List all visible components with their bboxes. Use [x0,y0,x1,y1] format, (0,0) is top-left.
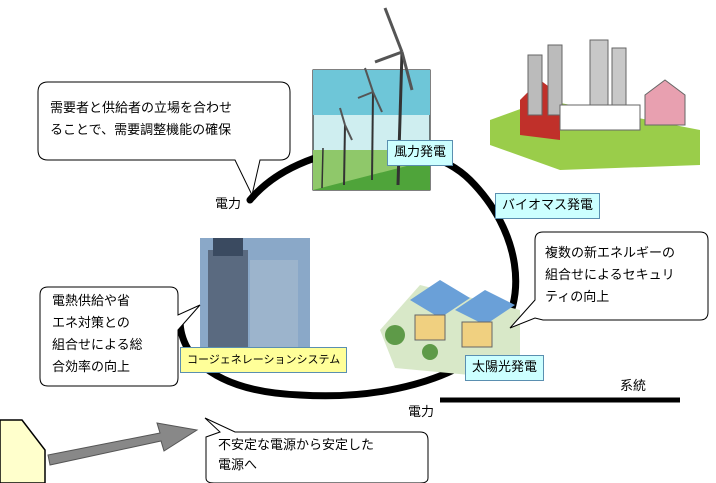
bubble-bottom-shape [204,417,429,483]
bubble-right: 複数の新エネルギーの 組合せによるセキュリ ティの向上 [545,243,675,309]
cogeneration-tag: コージェネレーションシステム [180,347,348,373]
solar-power-tag: 太陽光発電 [465,355,545,381]
bubble-line: 組合せによるセキュリ [545,268,675,283]
bubble-bottom: 不安定な電源から安定した 電源へ [218,436,374,476]
bubble-line: 電熱供給や省 [52,294,131,309]
bubble-line: 需要者と供給者の立場を合わせ [50,101,233,116]
big-arrow [47,422,199,466]
power-label-bottom: 電力 [408,405,435,420]
house-shape [0,419,46,483]
biomass-power-tag: バイオマス発電 [495,193,601,219]
grid-dots: · · · [650,396,666,407]
bubble-line: ティの向上 [545,290,610,305]
bubble-left: 電熱供給や省 エネ対策との 組合せによる総 合効率の向上 [52,291,143,379]
grid-label: 系統 [620,379,647,394]
bubble-right-shape [509,231,709,329]
wind-farm-image [312,7,431,191]
bubble-line: 合効率の向上 [52,360,131,375]
bubble-line: 電源へ [218,458,258,473]
buildings-image [200,238,310,368]
bubble-top-left: 需要者と供給者の立場を合わせ ることで、需要調整機能の確保 [50,98,232,142]
bubble-line: 不安定な電源から安定した [218,438,375,453]
power-label-top: 電力 [215,197,242,212]
bubble-top-left-shape [37,81,291,197]
bubble-line: エネ対策との [52,316,130,331]
bubble-line: 複数の新エネルギーの [545,246,676,261]
wind-power-tag: 風力発電 [387,140,454,166]
bubble-left-shape [39,286,201,387]
bubble-line: 組合せによる総 [52,338,143,353]
solar-houses-image [380,280,520,375]
biomass-farm-image [490,39,700,170]
bubble-line: ることで、需要調整機能の確保 [50,123,232,138]
